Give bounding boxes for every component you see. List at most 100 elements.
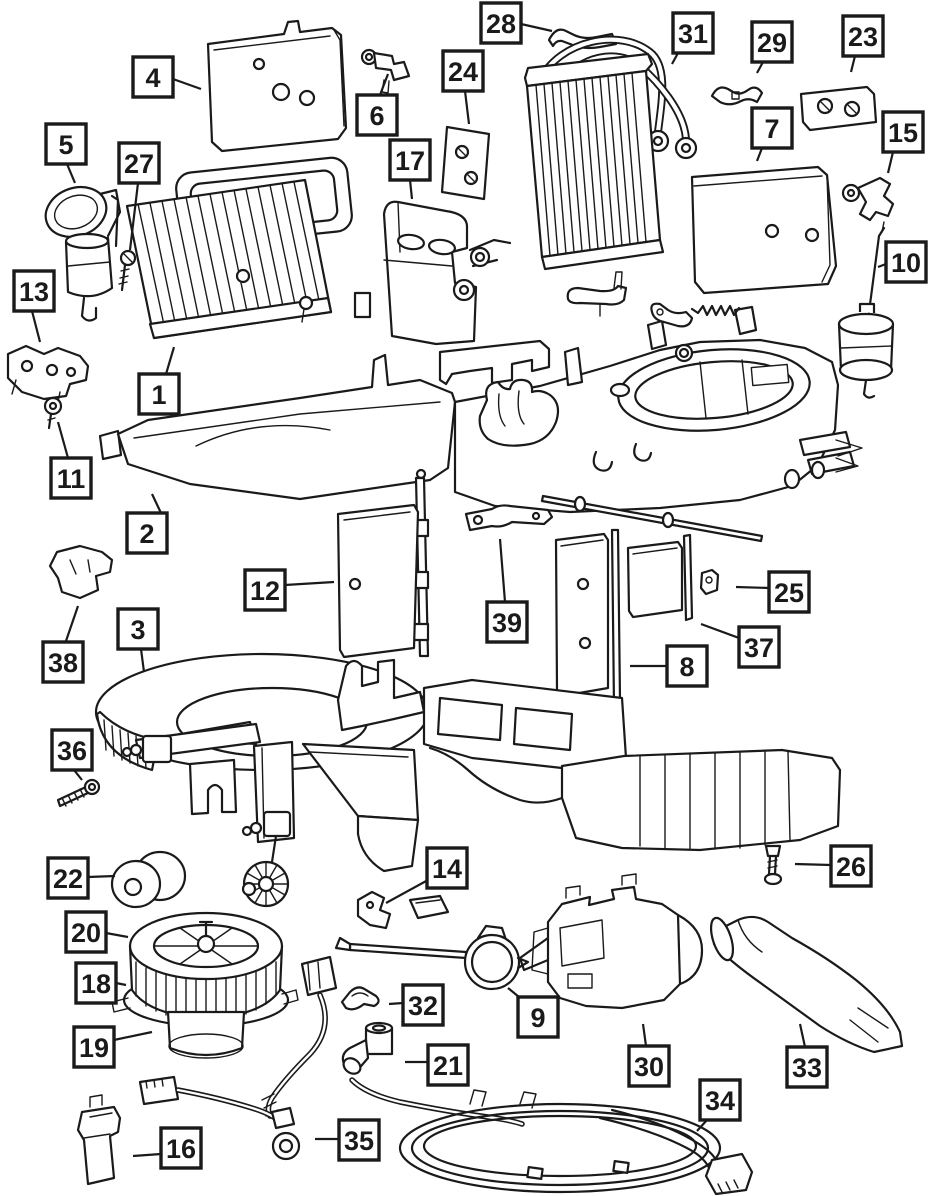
part-strap-29-art bbox=[710, 86, 764, 106]
part-elbow-21-art bbox=[341, 1021, 525, 1127]
callout-25: 25 bbox=[735, 570, 811, 614]
callout-number-9: 9 bbox=[530, 1003, 545, 1033]
callout-box-37 bbox=[737, 625, 781, 669]
callout-37: 37 bbox=[700, 622, 781, 669]
callout-box-18 bbox=[74, 961, 118, 1005]
callout-28: 28 bbox=[479, 1, 553, 45]
callout-leader-26 bbox=[794, 862, 832, 867]
callout-leader-6 bbox=[378, 73, 390, 96]
callout-number-22: 22 bbox=[53, 864, 83, 894]
callout-box-25 bbox=[767, 570, 811, 614]
part-main-housing-art bbox=[98, 271, 863, 514]
callout-number-37: 37 bbox=[744, 633, 774, 663]
callout-box-24 bbox=[441, 49, 485, 93]
callout-box-16 bbox=[159, 1126, 203, 1170]
callout-box-7 bbox=[750, 106, 794, 150]
part-duct-33-art bbox=[709, 915, 904, 1054]
callout-leader-29 bbox=[756, 61, 764, 74]
callout-2: 2 bbox=[125, 493, 169, 555]
callout-box-15 bbox=[881, 110, 925, 154]
callout-number-5: 5 bbox=[58, 130, 73, 160]
callout-leader-34 bbox=[696, 1119, 708, 1132]
callout-box-39 bbox=[485, 600, 529, 644]
part-small-bracket-art bbox=[360, 48, 411, 94]
callout-number-32: 32 bbox=[408, 991, 438, 1021]
callout-24: 24 bbox=[441, 49, 485, 125]
part-pigtail-35-art bbox=[138, 1075, 301, 1161]
part-resistor-16-art bbox=[76, 1094, 122, 1186]
callout-leader-13 bbox=[30, 310, 42, 343]
callout-leader-25 bbox=[735, 585, 770, 590]
callout-number-26: 26 bbox=[836, 852, 866, 882]
callout-number-33: 33 bbox=[792, 1053, 822, 1083]
callout-number-16: 16 bbox=[166, 1134, 196, 1164]
callout-box-4 bbox=[131, 55, 175, 99]
part-screw-26-art bbox=[763, 844, 783, 886]
callout-number-25: 25 bbox=[774, 578, 804, 608]
callout-number-11: 11 bbox=[57, 464, 86, 494]
part-block-art bbox=[440, 125, 491, 201]
callout-22: 22 bbox=[46, 856, 116, 900]
callout-leader-23 bbox=[849, 55, 857, 73]
callout-12: 12 bbox=[243, 568, 335, 612]
callout-30: 30 bbox=[627, 1023, 671, 1088]
callout-3: 3 bbox=[116, 607, 160, 673]
callout-26: 26 bbox=[794, 844, 873, 888]
callout-leader-1 bbox=[164, 346, 176, 375]
part-lower-housing-art bbox=[422, 678, 842, 852]
callout-number-13: 13 bbox=[19, 277, 49, 307]
callout-number-18: 18 bbox=[81, 969, 111, 999]
callout-4: 4 bbox=[131, 55, 202, 99]
callout-number-36: 36 bbox=[57, 736, 87, 766]
callout-number-20: 20 bbox=[71, 918, 101, 948]
callout-box-1 bbox=[137, 372, 181, 416]
callout-leader-4 bbox=[172, 77, 202, 91]
callout-box-26 bbox=[829, 844, 873, 888]
callout-39: 39 bbox=[485, 538, 529, 644]
callout-number-4: 4 bbox=[145, 63, 160, 93]
part-door-8-art bbox=[554, 528, 622, 708]
callout-box-33 bbox=[785, 1045, 829, 1089]
callout-leader-32 bbox=[388, 1001, 404, 1006]
callout-leader-16 bbox=[132, 1152, 162, 1158]
callout-box-6 bbox=[355, 93, 399, 137]
callout-number-38: 38 bbox=[48, 648, 78, 678]
callout-box-27 bbox=[117, 141, 161, 185]
callout-leader-15 bbox=[886, 151, 895, 174]
callout-number-24: 24 bbox=[448, 57, 478, 87]
part-blower-housing-art bbox=[94, 652, 430, 908]
part-block-23-art bbox=[799, 85, 878, 132]
callout-number-39: 39 bbox=[492, 608, 522, 638]
part-vacuum-actuator-10-art bbox=[837, 226, 895, 399]
callout-leader-31 bbox=[671, 52, 679, 65]
callout-number-31: 31 bbox=[678, 19, 708, 49]
callout-number-34: 34 bbox=[705, 1086, 735, 1116]
callout-leader-39 bbox=[498, 538, 507, 603]
callout-35: 35 bbox=[315, 1118, 381, 1162]
part-grommet-11-art bbox=[43, 396, 63, 430]
callout-leader-2 bbox=[151, 493, 162, 514]
callout-box-22 bbox=[46, 856, 90, 900]
callout-leader-7 bbox=[755, 147, 764, 162]
callout-box-19 bbox=[72, 1025, 116, 1069]
callout-6: 6 bbox=[355, 73, 399, 137]
callout-number-35: 35 bbox=[344, 1126, 374, 1156]
callout-leader-19 bbox=[113, 1030, 153, 1042]
callout-leader-33 bbox=[798, 1023, 807, 1048]
callout-box-36 bbox=[50, 728, 94, 772]
callout-21: 21 bbox=[405, 1043, 470, 1087]
callout-leader-20 bbox=[105, 931, 129, 939]
part-vacuum-actuator-9-art bbox=[463, 924, 530, 991]
callout-box-20 bbox=[64, 910, 108, 954]
part-actuator-rod-art bbox=[334, 936, 468, 960]
callout-10: 10 bbox=[877, 240, 928, 284]
part-bracket-14-art bbox=[356, 890, 450, 930]
callout-27: 27 bbox=[117, 141, 161, 251]
part-cover-panel-art bbox=[206, 19, 348, 153]
callout-number-12: 12 bbox=[250, 576, 280, 606]
callout-leader-27 bbox=[128, 182, 140, 251]
part-duct-17-art bbox=[382, 200, 512, 346]
callout-box-11 bbox=[49, 456, 93, 500]
callout-number-10: 10 bbox=[891, 248, 921, 278]
